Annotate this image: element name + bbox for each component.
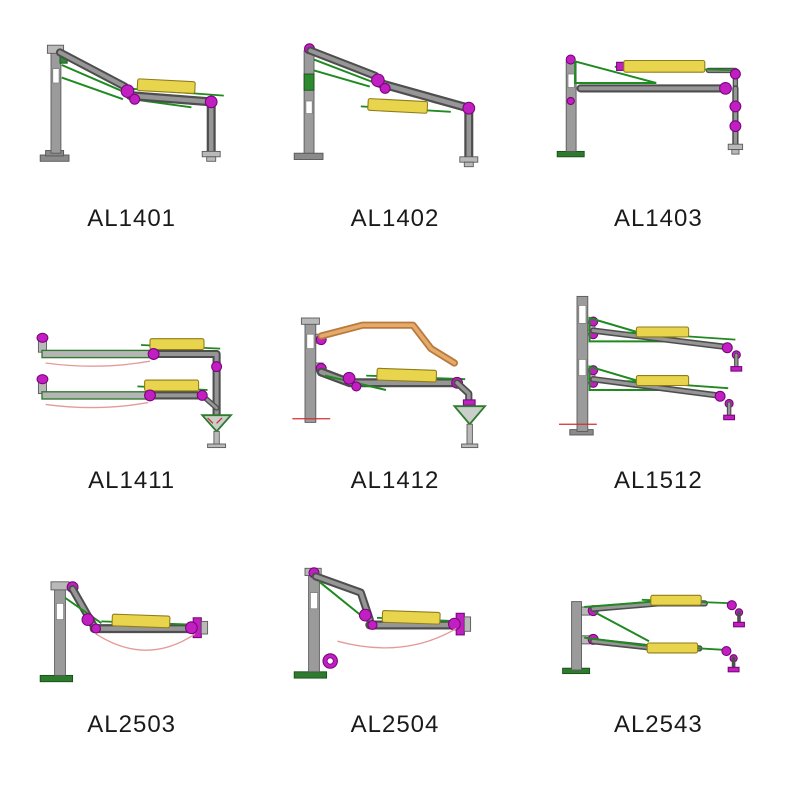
model-label-al2543: AL2543: [613, 711, 703, 738]
outboard-arm: [374, 78, 474, 162]
inlet-flanges: [36, 332, 49, 395]
balance-cylinder: [126, 78, 224, 97]
al1403-loading-arm-diagram: [557, 54, 744, 158]
outboard-arms: [149, 349, 221, 420]
diagram-cell-al2504: AL2504: [263, 518, 527, 790]
al2543-loading-arm-diagram: [562, 594, 746, 675]
spare-coupling-ring: [322, 653, 338, 669]
model-label-al1512: AL1512: [613, 467, 703, 494]
al2503-loading-arm-diagram: [39, 581, 208, 683]
al1401-loading-arm-diagram: [39, 44, 224, 162]
support-post: [562, 601, 600, 675]
outlet-coupler: [184, 617, 208, 639]
model-label-al1411: AL1411: [88, 467, 176, 494]
support-linkage: [574, 60, 657, 84]
swivel-joints: [371, 73, 476, 115]
model-label-al1401: AL1401: [87, 205, 177, 232]
model-label-al1402: AL1402: [350, 205, 440, 232]
support-post: [557, 54, 585, 158]
diagram-cell-al2503: AL2503: [0, 518, 264, 790]
diagram-cell-al1401: AL1401: [0, 0, 264, 250]
upper-arm: [584, 594, 746, 628]
swivel-joints: [120, 84, 218, 109]
vapor-hose: [95, 633, 196, 651]
twin-pipe-runs: [40, 349, 153, 409]
balance-cylinder: [615, 59, 740, 73]
model-label-al2504: AL2504: [350, 711, 440, 738]
hose-drop: [719, 68, 744, 155]
outlet-flange: [459, 156, 479, 168]
diagram-cell-al1411: AL1411: [0, 250, 264, 518]
model-label-al1412: AL1412: [350, 467, 440, 494]
outlet-funnel: [199, 414, 233, 449]
al1411-loading-arm-diagram: [36, 332, 233, 449]
lower-arm: [584, 611, 740, 673]
main-arm: [576, 67, 739, 93]
al1512-loading-arm-diagram: [559, 295, 743, 436]
balance-cylinders: [137, 338, 220, 392]
diagram-cell-al1412: AL1412: [263, 250, 527, 518]
heated-product-pipe: [317, 321, 458, 367]
diagram-cell-al1402: AL1402: [263, 0, 527, 250]
inboard-arm: [55, 48, 192, 109]
outlet-funnel: [452, 379, 487, 449]
support-post: [39, 581, 79, 683]
vapor-hose: [337, 628, 457, 649]
balance-cylinder: [366, 367, 466, 383]
swivel-joints: [143, 348, 222, 402]
swivel-joints: [358, 608, 378, 631]
support-post: [39, 44, 70, 162]
model-label-al2503: AL2503: [87, 711, 177, 738]
diagram-cell-al1403: AL1403: [526, 0, 790, 250]
outlet-flange: [201, 150, 221, 162]
upper-arm: [587, 316, 743, 372]
support-post: [293, 50, 324, 160]
al2504-loading-arm-diagram: [293, 567, 472, 679]
diagram-cell-al1512: AL1512: [526, 250, 790, 518]
al1402-loading-arm-diagram: [293, 43, 479, 168]
support-post: [559, 295, 598, 436]
swivel-joints: [81, 613, 101, 634]
model-label-al1403: AL1403: [613, 205, 703, 232]
lower-arm: [587, 365, 736, 421]
diagram-cell-al2543: AL2543: [526, 518, 790, 790]
al1412-loading-arm-diagram: [292, 317, 487, 449]
balance-cylinder: [360, 98, 451, 114]
